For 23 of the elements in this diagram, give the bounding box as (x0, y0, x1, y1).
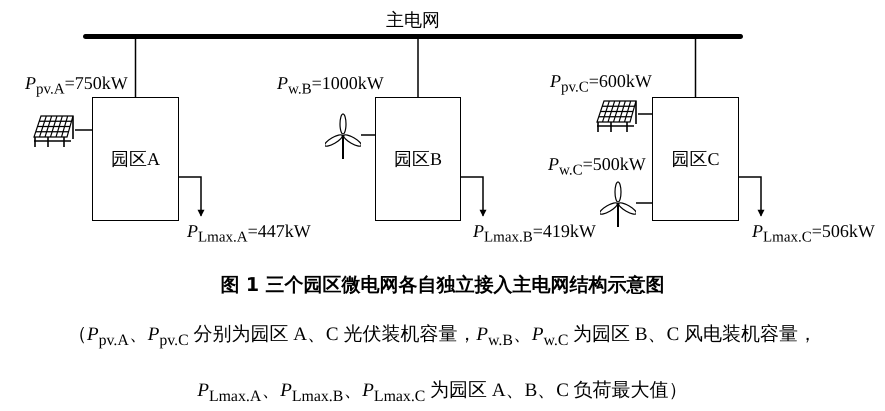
capacity-label: P$_{w.C}$=500kW (548, 153, 646, 181)
connector-line (361, 134, 375, 136)
capacity-label: P$_{pv.A}$=750kW (25, 72, 128, 100)
connector-line (638, 113, 652, 115)
connector-line (694, 39, 696, 97)
figure-caption: （P$_{pv.A}$、P$_{pv.C}$ 分别为园区 A、C 光伏装机容量，P$_{w.B}$、P$_{w.C}$ 为园区 B、C 风电装机容量，P$_{Lmax.A}$、P$_{Lmax.B}$、P$_{Lmax.C}$ 为园区 A、B、C 负荷最大值） (66, 323, 818, 407)
park-box: 园区B (375, 97, 461, 221)
load-label: P$_{Lmax.A}$=447kW (187, 220, 311, 248)
arrow (739, 176, 764, 217)
connector-line (134, 39, 136, 97)
park-box: 园区A (92, 97, 179, 221)
capacity-label: P$_{pv.C}$=600kW (550, 70, 652, 98)
arrow (461, 176, 486, 217)
load-label: P$_{Lmax.C}$=506kW (752, 220, 875, 248)
figure-title: 图 1 三个园区微电网各自独立接入主电网结构示意图 (220, 274, 665, 296)
connector-line (636, 202, 652, 204)
load-label: P$_{Lmax.B}$=419kW (473, 220, 596, 248)
bus-label: 主电网 (386, 10, 440, 30)
park-box: 园区C (652, 97, 739, 221)
arrow (179, 176, 204, 217)
connector-line (75, 129, 92, 131)
connector-line (417, 39, 419, 97)
capacity-label: P$_{w.B}$=1000kW (277, 72, 384, 100)
